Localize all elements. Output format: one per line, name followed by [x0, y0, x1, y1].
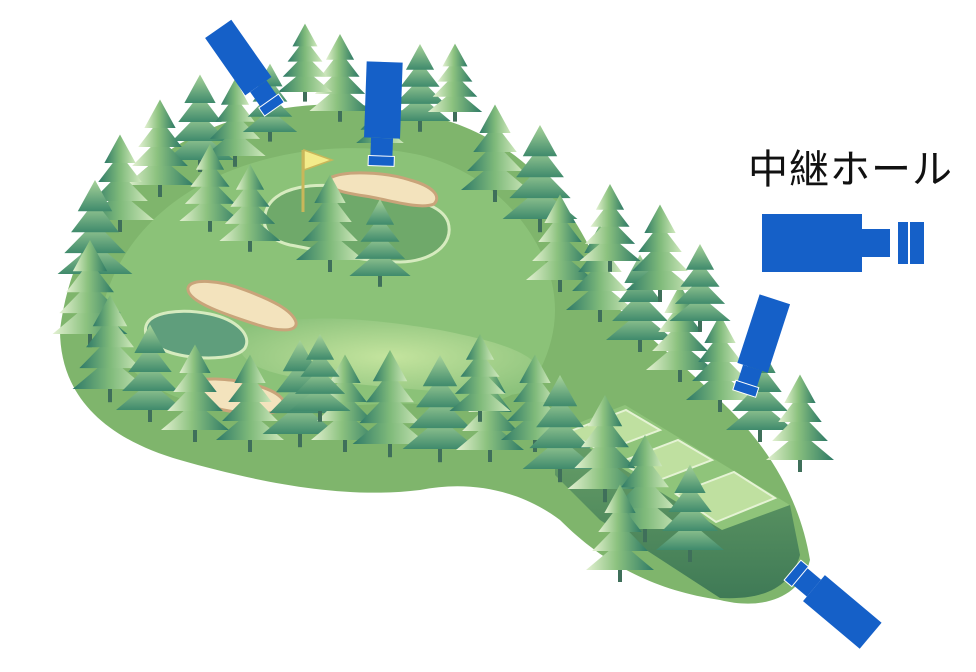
- tree-icon: [126, 99, 194, 197]
- pond: [144, 309, 249, 360]
- tree-icon: [766, 374, 834, 472]
- tree-icon: [179, 144, 241, 232]
- tree-icon: [72, 294, 148, 403]
- tree-icon: [449, 334, 511, 422]
- legend-label: 中継ホール: [748, 147, 953, 193]
- camera-right: [732, 294, 791, 398]
- tree-icon: [352, 349, 428, 458]
- tree-icon: [626, 204, 694, 302]
- tree-icon: [219, 164, 281, 252]
- camera-icon: [762, 214, 924, 272]
- tree-icon: [277, 23, 333, 102]
- tree-icon: [116, 324, 184, 422]
- tree-icon: [686, 314, 754, 412]
- tree-icon: [349, 199, 411, 287]
- bunker-green-top: [328, 171, 439, 208]
- tree-icon: [204, 79, 266, 167]
- tree-icon: [522, 374, 598, 483]
- tree-icon: [161, 344, 229, 442]
- tree-icon: [579, 184, 641, 272]
- tree-icon: [289, 334, 351, 422]
- tree-icon: [402, 354, 478, 463]
- camera-bottom-right: [783, 559, 882, 649]
- trees: [52, 23, 834, 582]
- tree-icon: [389, 44, 451, 132]
- tree-icon: [461, 104, 529, 202]
- tree-icon: [669, 244, 731, 332]
- bunker-left-upper: [186, 279, 298, 332]
- tree-icon: [309, 34, 371, 122]
- camera-top-center: [364, 61, 403, 167]
- tree-icon: [296, 174, 364, 272]
- tree-icon: [526, 194, 594, 292]
- tree-icon: [567, 394, 643, 503]
- tree-icon: [656, 464, 724, 562]
- camera-top-left: [205, 19, 285, 117]
- tree-icon: [427, 43, 483, 122]
- flag-icon: [301, 148, 335, 212]
- tree-icon: [586, 484, 654, 582]
